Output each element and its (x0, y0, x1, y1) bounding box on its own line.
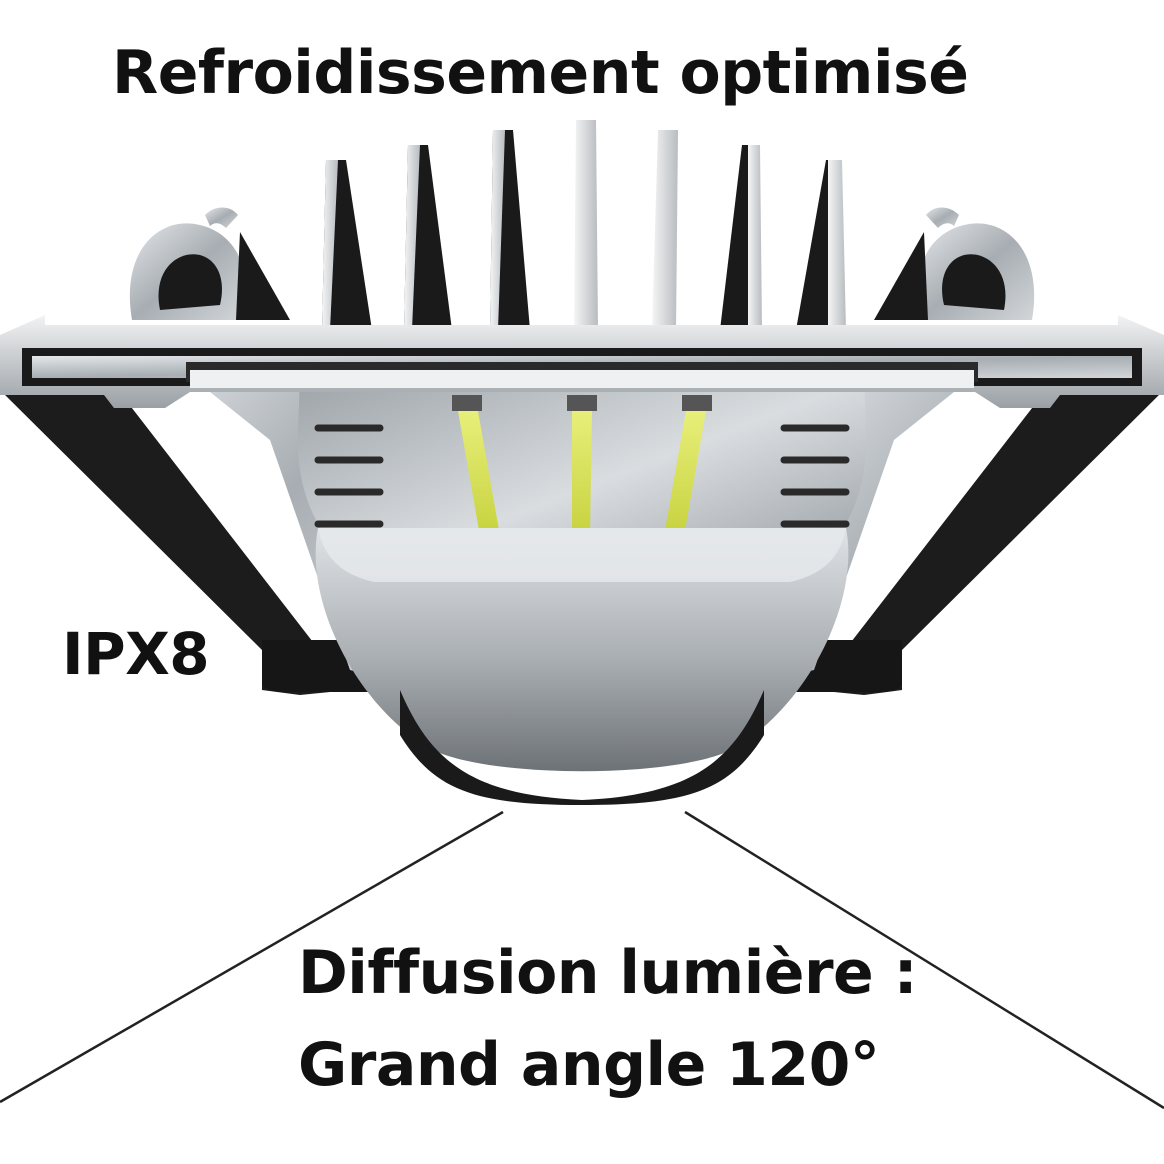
cooling-title: Refroidissement optimisé (112, 38, 969, 108)
beam-angle-lines (0, 810, 1164, 1110)
right-mounting-hook (874, 207, 1035, 320)
left-mounting-hook (129, 207, 290, 320)
diffusion-label-line2: Grand angle 120° (298, 1030, 880, 1100)
top-plate (0, 315, 1164, 408)
inner-ribs (314, 424, 850, 528)
ipx8-rating-label: IPX8 (62, 620, 210, 688)
led-strips (452, 395, 712, 536)
diffuser-lens (315, 528, 849, 805)
diffusion-label-line1: Diffusion lumière : (298, 938, 918, 1008)
heatsink-fins (129, 120, 1040, 330)
